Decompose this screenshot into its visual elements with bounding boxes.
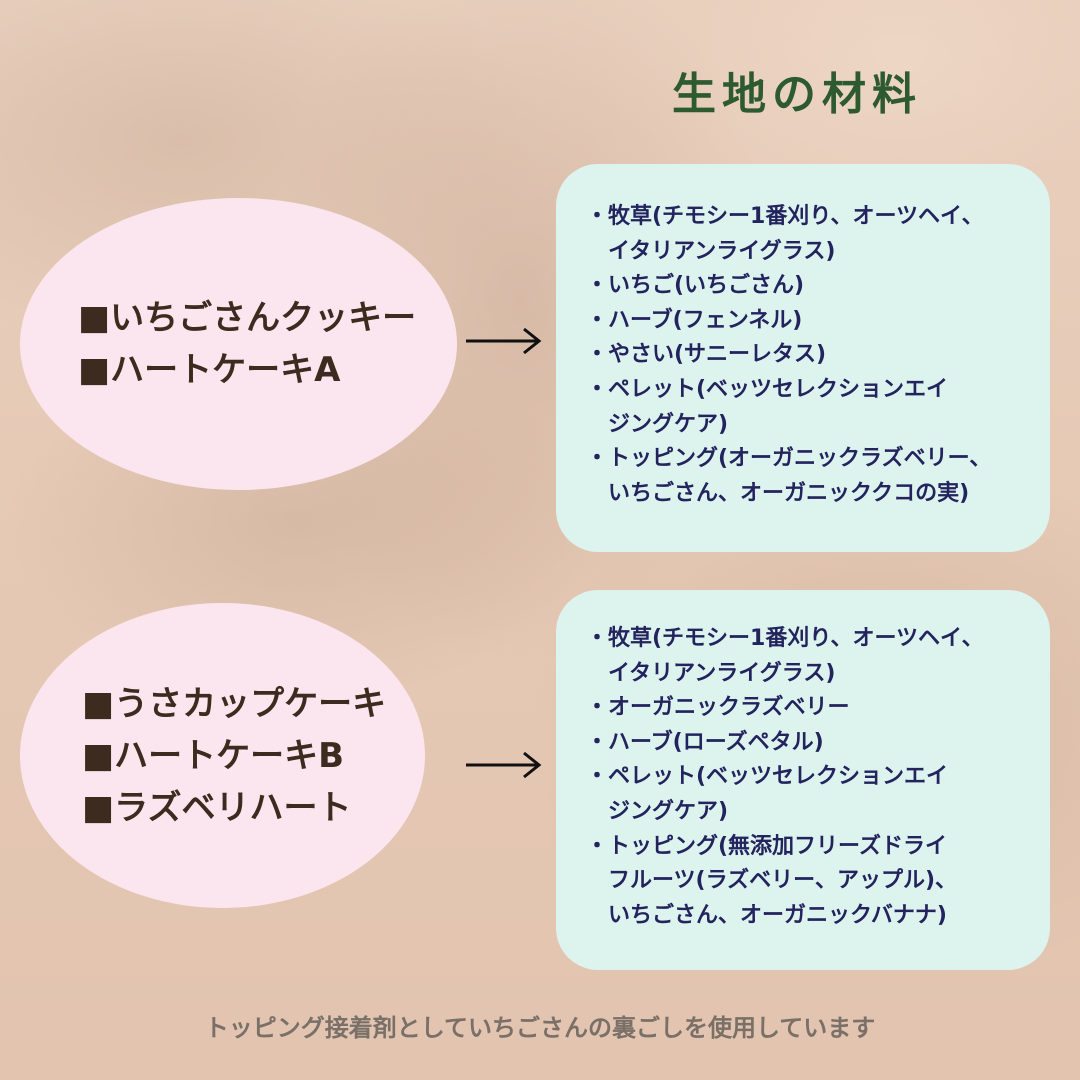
product-name: ■ハートケーキB [82,735,345,776]
ingredients-box-2: ・牧草(チモシー1番刈り、オーツヘイ、 イタリアンライグラス) ・オーガニックラ… [556,590,1050,970]
ingredient-line: ・ハーブ(ローズペタル) [586,729,824,755]
ingredient-line: ジングケア) [586,411,729,437]
product-name: ■うさカップケーキ [82,683,387,724]
ingredient-line: ・牧草(チモシー1番刈り、オーツヘイ、 [586,204,984,229]
product-group-1-ellipse: ■いちごさんクッキー ■ハートケーキA [20,198,457,490]
ingredient-line: イタリアンライグラス) [586,238,836,264]
ingredients-box-1: ・牧草(チモシー1番刈り、オーツヘイ、 イタリアンライグラス) ・いちご(いちご… [556,164,1050,552]
right-arrow-icon [466,751,542,779]
ingredient-line: ・牧草(チモシー1番刈り、オーツヘイ、 [586,626,984,651]
right-arrow-icon [466,327,542,355]
ingredient-line: いちごさん、オーガニッククコの実) [586,480,970,506]
footer-note: トッピング接着剤としていちごさんの裏ごしを使用しています [204,1014,876,1042]
ingredient-line: ・ペレット(ベッツセレクションエイ [586,376,949,402]
ingredient-line: いちごさん、オーガニックバナナ) [586,902,947,928]
ingredient-line: ・ペレット(ベッツセレクションエイ [586,764,949,790]
page-title: 生地の材料 [672,69,922,120]
product-name: ■いちごさんクッキー [78,298,417,338]
ingredient-line: フルーツ(ラズベリー、アップル)、 [586,868,958,894]
ingredient-line: ・トッピング(オーガニックラズベリー、 [586,446,992,472]
ingredient-line: ・オーガニックラズベリー [586,695,850,721]
ingredient-line: ・トッピング(無添加フリーズドライ [586,833,947,859]
ingredient-line: ・ハーブ(フェンネル) [586,307,803,333]
ingredient-line: ・やさい(サニーレタス) [586,342,827,368]
product-name: ■ハートケーキA [78,350,341,390]
product-name: ■ラズベリハート [82,787,352,828]
ingredient-line: ジングケア) [586,798,729,824]
ingredient-line: ・いちご(いちごさん) [586,273,805,299]
product-group-2-ellipse: ■うさカップケーキ ■ハートケーキB ■ラズベリハート [20,603,425,908]
ingredient-line: イタリアンライグラス) [586,660,836,686]
